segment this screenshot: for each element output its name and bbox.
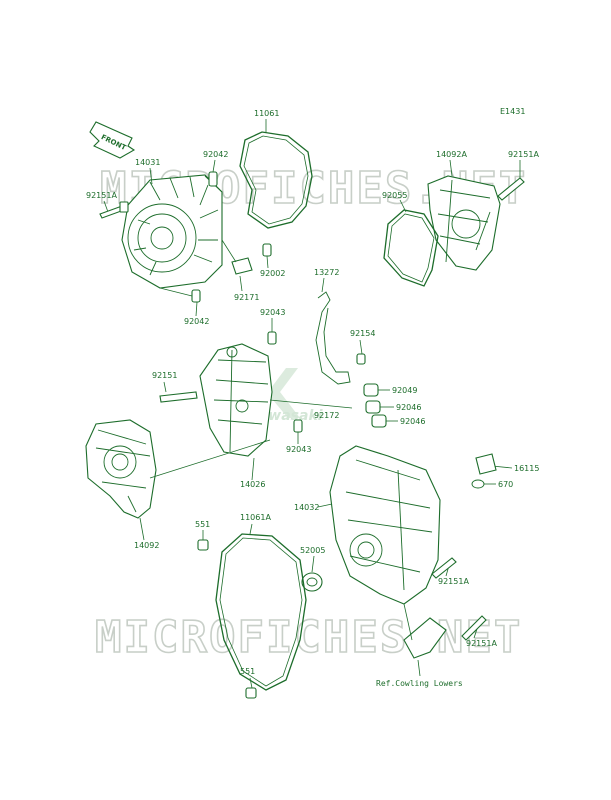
gasket-11061 bbox=[239, 131, 313, 229]
label-92042-bottom: 92042 bbox=[184, 317, 209, 326]
bolt-92002 bbox=[262, 243, 272, 257]
bolt-92151a-top-right bbox=[497, 177, 525, 201]
label-92171: 92171 bbox=[234, 293, 259, 302]
ring-92049 bbox=[363, 383, 379, 397]
label-92151a-bottom: 92151A bbox=[466, 639, 497, 648]
dowel-551-top bbox=[197, 539, 209, 551]
ring-92046-b bbox=[371, 414, 387, 428]
plug-16115 bbox=[475, 453, 497, 475]
label-92046-a: 92046 bbox=[396, 403, 421, 412]
sprocket-cover-14092-part bbox=[85, 419, 157, 519]
label-92042-top: 92042 bbox=[203, 150, 228, 159]
pipe-13272 bbox=[315, 291, 351, 385]
bolt-92042-bottom bbox=[191, 289, 201, 303]
label-52005: 52005 bbox=[300, 546, 325, 555]
ref-cowling-lowers: Ref.Cowling Lowers bbox=[376, 679, 463, 688]
label-92151a-top-right: 92151A bbox=[508, 150, 539, 159]
bolt-92151a-middle bbox=[431, 557, 457, 579]
oring-670 bbox=[471, 479, 485, 489]
label-14026: 14026 bbox=[240, 480, 265, 489]
clutch-cover-14032-part bbox=[329, 445, 441, 605]
label-14031: 14031 bbox=[135, 158, 160, 167]
clamp-92171 bbox=[231, 257, 253, 275]
generator-cover-part bbox=[121, 174, 223, 289]
diagram-id: E1431 bbox=[500, 107, 525, 116]
label-92049: 92049 bbox=[392, 386, 417, 395]
ring-92046-a bbox=[365, 400, 381, 414]
watermark-bottom: MICROFICHES.NET bbox=[95, 612, 522, 663]
label-551-bottom: 551 bbox=[240, 667, 255, 676]
label-92151a-top-left: 92151A bbox=[86, 191, 117, 200]
bolt-92154 bbox=[356, 353, 366, 365]
bracket-cowling-ref bbox=[403, 617, 447, 659]
front-arrow-icon: FRONT bbox=[89, 121, 136, 159]
label-11061: 11061 bbox=[254, 109, 279, 118]
label-92046-b: 92046 bbox=[400, 417, 425, 426]
dowel-551-bottom bbox=[245, 687, 257, 699]
label-92154: 92154 bbox=[350, 329, 375, 338]
gasket-92055 bbox=[383, 209, 439, 287]
pin-92043-bottom bbox=[293, 419, 303, 433]
guide-14026-part bbox=[199, 343, 273, 457]
label-551-top: 551 bbox=[195, 520, 210, 529]
label-92151a-middle: 92151A bbox=[438, 577, 469, 586]
label-16115: 16115 bbox=[514, 464, 539, 473]
label-13272: 13272 bbox=[314, 268, 339, 277]
seal-52005 bbox=[301, 572, 323, 592]
label-14092: 14092 bbox=[134, 541, 159, 550]
bolt-92151a-bottom bbox=[461, 615, 487, 641]
bolt-92042-top bbox=[208, 171, 218, 187]
label-14032: 14032 bbox=[294, 503, 319, 512]
bolt-92151 bbox=[159, 391, 198, 403]
label-14092a: 14092A bbox=[436, 150, 467, 159]
pin-92043-top bbox=[267, 331, 277, 345]
label-11061a: 11061A bbox=[240, 513, 271, 522]
label-92043-bottom: 92043 bbox=[286, 445, 311, 454]
label-92055: 92055 bbox=[382, 191, 407, 200]
gasket-11061a bbox=[215, 533, 307, 691]
label-670: 670 bbox=[498, 480, 513, 489]
label-92043-top: 92043 bbox=[260, 308, 285, 317]
label-92172: 92172 bbox=[314, 411, 339, 420]
label-92151: 92151 bbox=[152, 371, 177, 380]
label-92002: 92002 bbox=[260, 269, 285, 278]
pulser-cover-part bbox=[427, 175, 501, 271]
